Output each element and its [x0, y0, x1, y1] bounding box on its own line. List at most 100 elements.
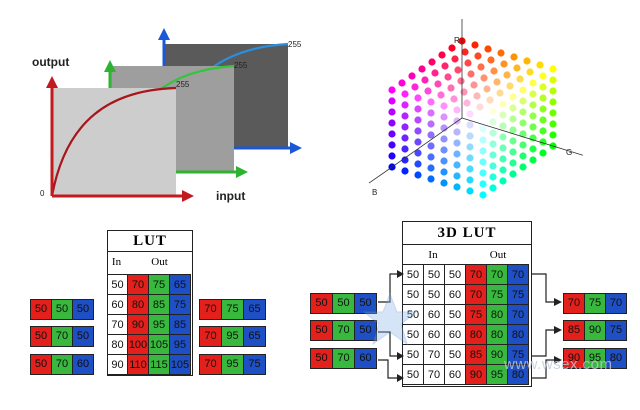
color-sphere [489, 173, 497, 181]
color-sphere [401, 123, 409, 131]
lut3d-out-cell: 90 [486, 344, 508, 365]
color-sphere [408, 72, 416, 80]
color-sphere [479, 169, 487, 177]
lut3d-output-pixel-value: 95 [584, 349, 605, 368]
connector-in-3 [378, 359, 400, 379]
lut3d-in-cell: 50 [423, 264, 445, 285]
color-sphere [427, 98, 435, 106]
color-sphere [438, 51, 446, 59]
color-sphere [427, 164, 435, 172]
lut-out-cell: 70 [127, 274, 149, 295]
color-sphere [427, 175, 435, 183]
lut3d-input-pixel-value: 50 [354, 294, 376, 313]
lut3d-out-cell: 75 [507, 284, 529, 305]
lut-output-pixel-value: 75 [221, 300, 243, 319]
color-sphere [529, 134, 537, 142]
color-sphere [499, 166, 507, 174]
color-sphere [489, 140, 497, 148]
color-sphere [466, 176, 474, 184]
lut3d-input-pixel-value: 60 [354, 349, 376, 368]
blue-y-arrow [158, 28, 170, 40]
color-sphere [401, 101, 409, 109]
lut-out-cell: 95 [148, 314, 170, 335]
input-label: input [216, 189, 246, 203]
connector-out-3 [532, 359, 556, 379]
lut-out-cell: 90 [127, 314, 149, 335]
color-sphere [519, 119, 527, 127]
color-sphere [440, 168, 448, 176]
lut-output-pixel-value: 70 [200, 327, 221, 346]
color-sphere [414, 171, 422, 179]
lut3d-output-pixel-value: 70 [564, 294, 584, 313]
color-sphere [398, 79, 406, 87]
lut3d-in-header: In [428, 249, 438, 261]
lut3d-out-cell: 70 [507, 264, 529, 285]
color-sphere [477, 63, 485, 71]
color-sphere [506, 82, 514, 90]
lut-output-pixel-value: 70 [200, 355, 221, 374]
rgb-cube-diagram: R G B [340, 0, 640, 210]
lut-in-cell: 80 [107, 334, 128, 355]
color-sphere [509, 126, 517, 134]
color-sphere [441, 62, 449, 70]
color-sphere [473, 92, 481, 100]
color-sphere [437, 91, 445, 99]
color-sphere [489, 184, 497, 192]
color-sphere [519, 163, 527, 171]
lut3d-out-cell: 80 [507, 324, 529, 345]
lut-out-cell: 95 [169, 334, 191, 355]
lut-out-cell: 80 [127, 294, 149, 315]
arrow-in-2 [397, 352, 404, 360]
lut3d-output-pixel-value: 70 [605, 294, 626, 313]
color-sphere [434, 80, 442, 88]
color-sphere [523, 57, 531, 65]
color-sphere [519, 86, 527, 94]
lut3d-out-cell: 75 [507, 344, 529, 365]
color-sphere [401, 90, 409, 98]
color-sphere [464, 59, 472, 67]
color-sphere [549, 76, 557, 84]
color-sphere [549, 98, 557, 106]
color-sphere [471, 41, 479, 49]
lut-input-pixel-value: 50 [51, 300, 72, 319]
color-sphere [549, 131, 557, 139]
axis-label-b: B [372, 188, 378, 197]
color-sphere [476, 103, 484, 111]
lut3d-in-cell: 50 [402, 284, 424, 305]
connector-in-2 [378, 331, 400, 357]
lut-out-cell: 105 [148, 334, 170, 355]
color-sphere [536, 61, 544, 69]
tone-curves-svg [46, 28, 302, 202]
value-label-blue: 255 [288, 40, 302, 49]
lut3d-out-header: Out [489, 249, 507, 261]
lut-in-cell: 70 [107, 314, 128, 335]
lut3d-out-cell: 80 [486, 304, 508, 325]
color-sphere [539, 127, 547, 135]
lut3d-in-cell: 60 [444, 364, 466, 385]
color-sphere [447, 84, 455, 92]
lut3d-out-cell: 70 [465, 264, 487, 285]
color-sphere [457, 77, 465, 85]
color-sphere [401, 156, 409, 164]
color-sphere [453, 150, 461, 158]
color-sphere [529, 90, 537, 98]
color-sphere [480, 74, 488, 82]
color-sphere [479, 147, 487, 155]
arrow-out-3 [554, 356, 562, 364]
green-x-arrow [236, 166, 248, 178]
axis-label-r: R [454, 36, 460, 45]
lut-input-pixel-value: 70 [51, 327, 72, 346]
color-sphere [440, 113, 448, 121]
color-sphere [453, 128, 461, 136]
lut-input-pixel-value: 50 [72, 300, 93, 319]
color-sphere [463, 99, 471, 107]
blue-x-arrow [290, 142, 302, 154]
lut3d-row: 506050758070 [402, 304, 529, 325]
color-sphere [549, 109, 557, 117]
lut-output-pixel-value: 75 [243, 355, 265, 374]
color-sphere [539, 105, 547, 113]
